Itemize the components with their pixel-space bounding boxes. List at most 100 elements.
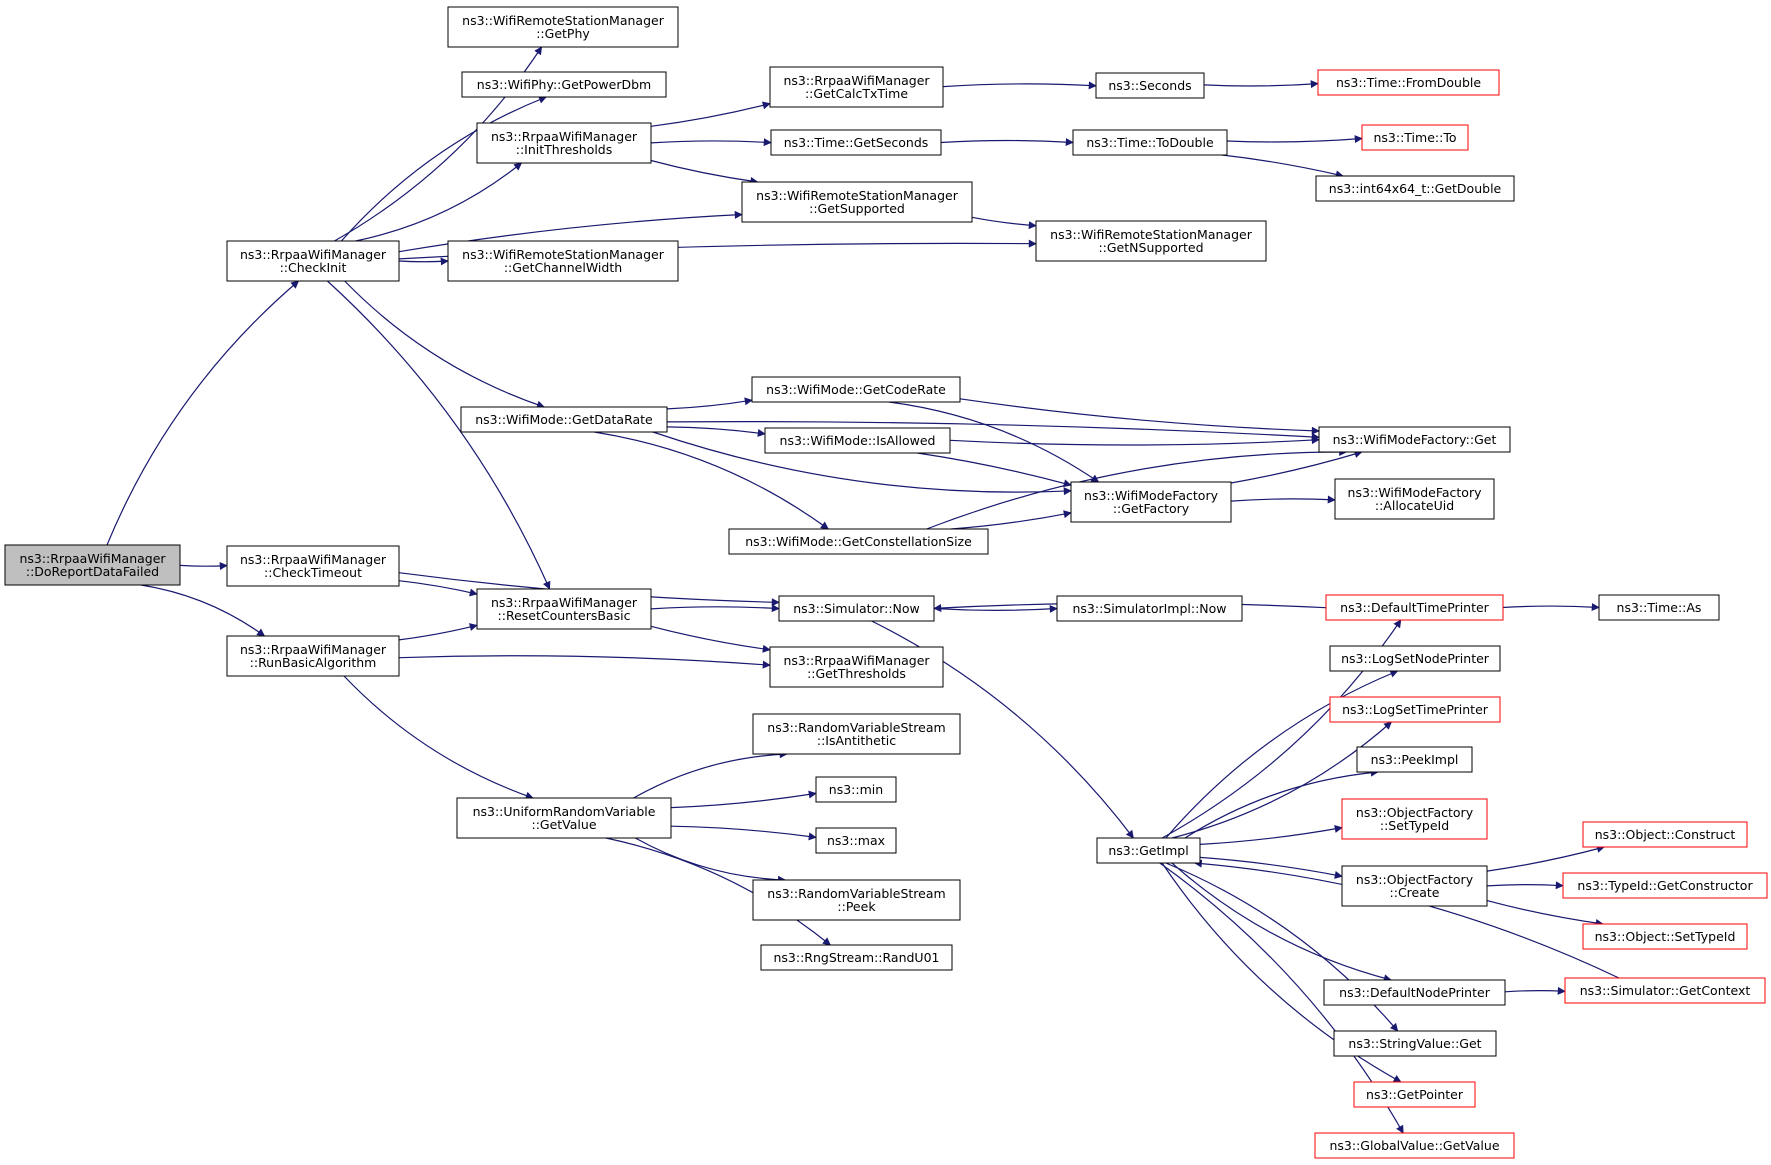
node-box [226, 635, 400, 677]
node-fromdouble[interactable]: ns3::Time::FromDouble [1317, 69, 1500, 96]
edge-defaulttimeprinter-to-timeas [1502, 603, 1600, 612]
node-getcontext[interactable]: ns3::Simulator::GetContext [1564, 977, 1766, 1004]
node-label: ns3::GetImpl [1108, 843, 1188, 858]
node-getimpl[interactable]: ns3::GetImpl [1096, 837, 1201, 864]
edge-getcoderate-to-factoryget [959, 398, 1320, 435]
node-label: ns3::WifiMode::GetDataRate [475, 412, 653, 427]
node-simnow[interactable]: ns3::Simulator::Now [778, 595, 935, 622]
node-getsupported[interactable]: ns3::WifiRemoteStationManager::GetSuppor… [741, 181, 973, 223]
node-timetodouble[interactable]: ns3::Time::ToDouble [1072, 129, 1228, 156]
node-peek[interactable]: ns3::RandomVariableStream::Peek [752, 879, 961, 921]
node-peekimpl[interactable]: ns3::PeekImpl [1356, 746, 1473, 773]
node-box [1341, 865, 1488, 907]
edge-uniformgetvalue-to-peek [635, 837, 786, 884]
node-timeto[interactable]: ns3::Time::To [1361, 124, 1469, 151]
node-label: ns3::PeekImpl [1371, 752, 1459, 767]
edge-defaultnodeprinter-to-getcontext [1504, 986, 1566, 995]
node-getconstructor[interactable]: ns3::TypeId::GetConstructor [1562, 872, 1768, 899]
edge-initthresholds-to-timegetseconds [650, 138, 772, 147]
node-label: ns3::Time::FromDouble [1336, 75, 1481, 90]
node-getnsupported[interactable]: ns3::WifiRemoteStationManager::GetNSuppo… [1035, 220, 1267, 262]
node-getphy[interactable]: ns3::WifiRemoteStationManager::GetPhy [447, 6, 679, 48]
node-label: ns3::Object::SetTypeId [1595, 929, 1736, 944]
node-box [741, 181, 973, 223]
node-min[interactable]: ns3::min [815, 776, 897, 803]
edge-uniformgetvalue-to-max [670, 825, 817, 841]
node-getpointer[interactable]: ns3::GetPointer [1353, 1081, 1476, 1108]
node-label: ns3::WifiPhy::GetPowerDbm [477, 77, 651, 92]
node-root[interactable]: ns3::RrpaaWifiManager::DoReportDataFaile… [4, 544, 181, 586]
edge-runbasic-to-resetcounters [398, 623, 478, 641]
node-box [815, 827, 897, 854]
node-simimplnow[interactable]: ns3::SimulatorImpl::Now [1056, 595, 1243, 622]
node-label: ::CheckInit [280, 260, 347, 275]
edge-resetcounters-to-getthresholds [650, 625, 771, 653]
edge-getimpl-to-getpointer [1161, 862, 1402, 1083]
node-label: ::GetSupported [809, 201, 905, 216]
node-isantithetic[interactable]: ns3::RandomVariableStream::IsAntithetic [752, 713, 961, 755]
node-seconds[interactable]: ns3::Seconds [1095, 72, 1205, 99]
node-uniformgetvalue[interactable]: ns3::UniformRandomVariable::GetValue [456, 797, 672, 839]
node-box [1072, 129, 1228, 156]
edge-ofcreate-to-objconstruct [1486, 845, 1605, 872]
node-defaulttimeprinter[interactable]: ns3::DefaultTimePrinter [1325, 594, 1504, 621]
node-getfactory[interactable]: ns3::WifiModeFactory::GetFactory [1070, 481, 1232, 523]
node-getdatarate[interactable]: ns3::WifiMode::GetDataRate [460, 406, 668, 433]
node-initthresholds[interactable]: ns3::RrpaaWifiManager::InitThresholds [476, 122, 652, 164]
node-checktimeout[interactable]: ns3::RrpaaWifiManager::CheckTimeout [226, 545, 400, 587]
node-objsettypeid[interactable]: ns3::Object::SetTypeId [1582, 923, 1748, 950]
edge-getdatarate-to-isallowed [666, 426, 766, 437]
node-objconstruct[interactable]: ns3::Object::Construct [1582, 821, 1748, 848]
node-label: ns3::DefaultTimePrinter [1340, 600, 1490, 615]
node-resetcounters[interactable]: ns3::RrpaaWifiManager::ResetCountersBasi… [476, 588, 652, 630]
node-box [226, 545, 400, 587]
node-settypeid[interactable]: ns3::ObjectFactory::SetTypeId [1341, 798, 1488, 840]
node-getpowerdbm[interactable]: ns3::WifiPhy::GetPowerDbm [461, 71, 667, 98]
node-box [778, 595, 935, 622]
node-label: ns3::RrpaaWifiManager [783, 653, 930, 668]
node-allocateuid[interactable]: ns3::WifiModeFactory::AllocateUid [1334, 478, 1495, 520]
edge-root-to-checktimeout [179, 562, 228, 570]
node-label: ns3::RrpaaWifiManager [240, 247, 387, 262]
node-factoryget[interactable]: ns3::WifiModeFactory::Get [1318, 426, 1511, 453]
edge-simnow-to-simimplnow [933, 604, 1058, 613]
node-runbasic[interactable]: ns3::RrpaaWifiManager::RunBasicAlgorithm [226, 635, 400, 677]
node-globalvalue[interactable]: ns3::GlobalValue::GetValue [1314, 1132, 1515, 1159]
node-defaultnodeprinter[interactable]: ns3::DefaultNodePrinter [1323, 979, 1506, 1006]
edge-getdatarate-to-factoryget [666, 421, 1320, 441]
node-label: ns3::UniformRandomVariable [473, 804, 656, 819]
node-randu01[interactable]: ns3::RngStream::RandU01 [760, 944, 953, 971]
node-getcoderate[interactable]: ns3::WifiMode::GetCodeRate [751, 376, 961, 403]
edge-isallowed-to-getfactory [917, 452, 1072, 488]
node-isallowed[interactable]: ns3::WifiMode::IsAllowed [764, 427, 951, 454]
node-timeas[interactable]: ns3::Time::As [1598, 594, 1720, 621]
node-label: ns3::TypeId::GetConstructor [1577, 878, 1753, 893]
node-max[interactable]: ns3::max [815, 827, 897, 854]
edge-runbasic-to-getthresholds [398, 655, 771, 669]
node-getthresholds[interactable]: ns3::RrpaaWifiManager::GetThresholds [769, 646, 944, 688]
node-stringvalueget[interactable]: ns3::StringValue::Get [1333, 1030, 1497, 1057]
edge-checkinit-to-getchannelwidth [398, 257, 449, 266]
node-logsettimeprinter[interactable]: ns3::LogSetTimePrinter [1329, 696, 1501, 723]
node-getchannelwidth[interactable]: ns3::WifiRemoteStationManager::GetChanne… [447, 240, 679, 282]
node-label: ns3::LogSetTimePrinter [1342, 702, 1489, 717]
node-box [1333, 1030, 1497, 1057]
node-getdouble[interactable]: ns3::int64x64_t::GetDouble [1315, 175, 1515, 202]
node-label: ns3::WifiModeFactory::Get [1333, 432, 1497, 447]
node-box [1562, 872, 1768, 899]
node-checkinit[interactable]: ns3::RrpaaWifiManager::CheckInit [226, 240, 400, 282]
node-box [1095, 72, 1205, 99]
node-getconstellation[interactable]: ns3::WifiMode::GetConstellationSize [728, 528, 989, 555]
node-getcalctxtime[interactable]: ns3::RrpaaWifiManager::GetCalcTxTime [769, 66, 944, 108]
node-label: ns3::RrpaaWifiManager [19, 551, 166, 566]
node-box [815, 776, 897, 803]
edge-uniformgetvalue-to-randu01 [605, 837, 831, 946]
node-ofcreate[interactable]: ns3::ObjectFactory::Create [1341, 865, 1488, 907]
node-label: ns3::Object::Construct [1595, 827, 1736, 842]
edge-getcalctxtime-to-seconds [942, 81, 1097, 90]
node-box [1341, 798, 1488, 840]
node-label: ns3::WifiRemoteStationManager [756, 188, 959, 203]
node-logsetnodeprinter[interactable]: ns3::LogSetNodePrinter [1329, 645, 1501, 672]
node-box [1317, 69, 1500, 96]
node-timegetseconds[interactable]: ns3::Time::GetSeconds [770, 129, 942, 156]
